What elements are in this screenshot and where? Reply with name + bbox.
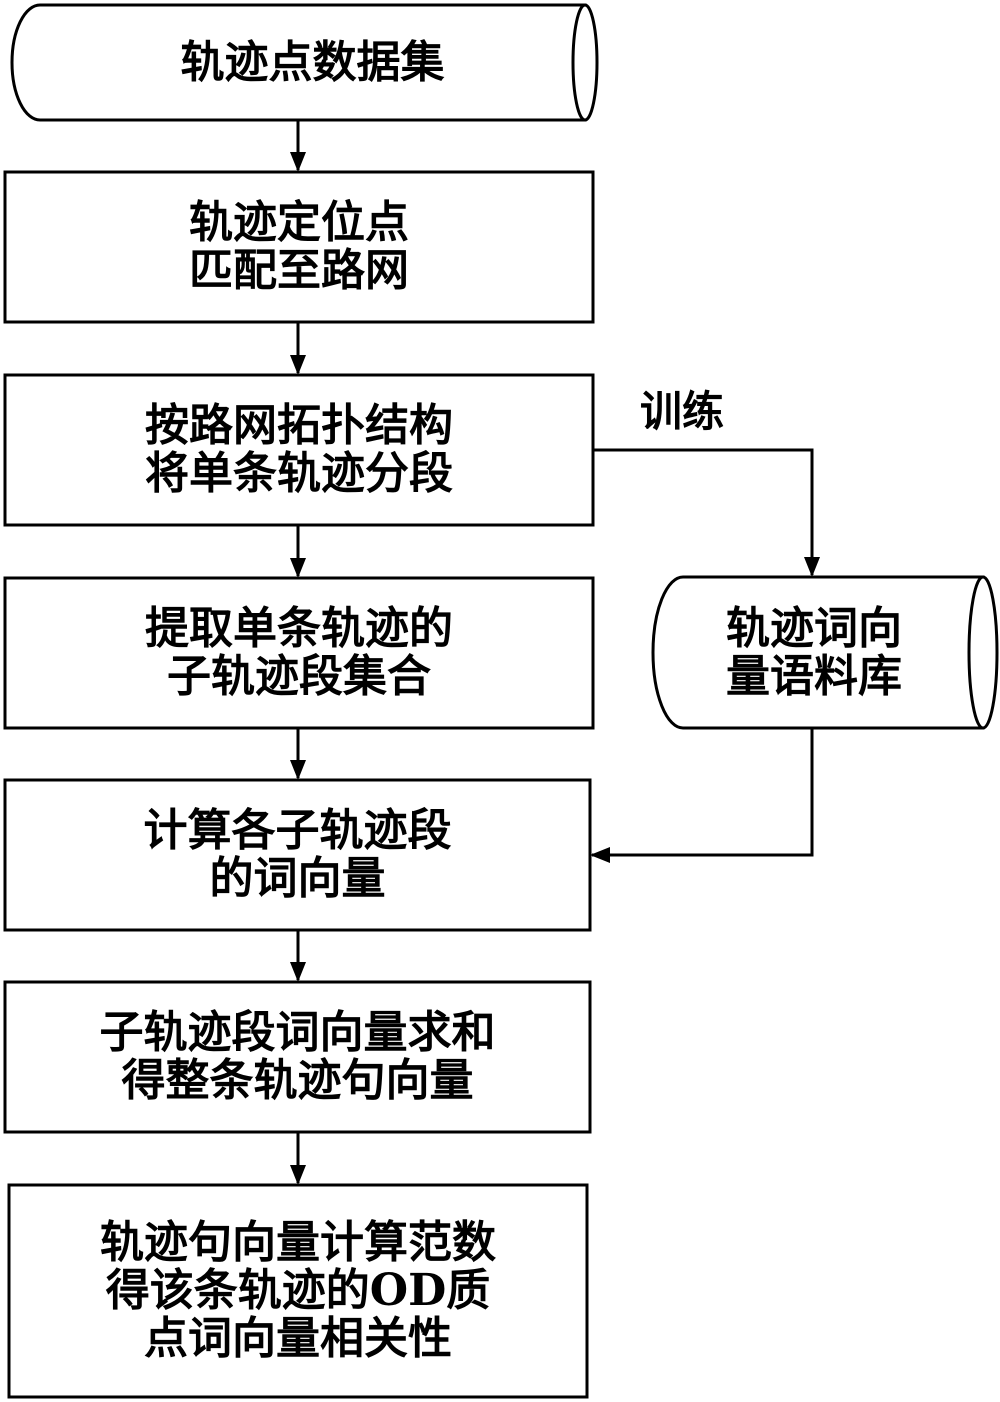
- node-2-shape: [3, 170, 595, 324]
- n2-text-line: 轨迹定位点: [189, 197, 409, 248]
- node-4-label: 提取单条轨迹的子轨迹段集合: [5, 578, 593, 728]
- node-1-shape: [10, 3, 599, 122]
- n5-text-line: 计算各子轨迹段: [143, 805, 452, 856]
- node-3-shape: [3, 373, 595, 527]
- n3-text-line: 按路网拓扑结构: [145, 400, 453, 451]
- node-6-label: 子轨迹段词向量求和得整条轨迹句向量: [5, 982, 590, 1132]
- n2-text-line: 匹配至路网: [189, 245, 409, 296]
- n7-text-line: 得该条轨迹的OD质: [105, 1265, 491, 1316]
- corpus-text-line: 量语料库: [726, 650, 902, 702]
- n7-text-line: 轨迹句向量计算范数: [100, 1217, 496, 1268]
- node-6-shape: [3, 980, 592, 1134]
- n6-text-line: 得整条轨迹句向量: [121, 1055, 474, 1106]
- node-7-label: 轨迹句向量计算范数得该条轨迹的OD质点词向量相关性: [9, 1185, 587, 1397]
- node-4-shape: [3, 576, 595, 730]
- edge-corpus-to-n5: [590, 729, 814, 863]
- n7-text-line: 点词向量相关性: [144, 1313, 452, 1364]
- n3-text-line: 将单条轨迹分段: [145, 448, 453, 499]
- corpus-text-line: 轨迹词向: [726, 602, 902, 654]
- node-3-label: 按路网拓扑结构将单条轨迹分段: [5, 375, 593, 525]
- n6-text-line: 子轨迹段词向量求和: [99, 1007, 496, 1058]
- node-5-shape: [3, 778, 592, 932]
- node-2-label: 轨迹定位点匹配至路网: [5, 172, 593, 322]
- edge-train-to-corpus: [594, 448, 820, 577]
- node-7-shape: [7, 1183, 589, 1399]
- n4-text-line: 提取单条轨迹的: [145, 603, 453, 654]
- n1-text-line: 轨迹点数据集: [180, 36, 445, 88]
- corpus-label: 轨迹词向量语料库: [683, 577, 945, 728]
- n5-text-line: 的词向量: [209, 853, 386, 904]
- node-1-label: 轨迹点数据集: [40, 5, 585, 120]
- node-5-label: 计算各子轨迹段的词向量: [5, 780, 590, 930]
- edge-train-label: 训练: [640, 387, 725, 436]
- n4-text-line: 子轨迹段集合: [167, 651, 431, 702]
- corpus-shape: [651, 575, 999, 730]
